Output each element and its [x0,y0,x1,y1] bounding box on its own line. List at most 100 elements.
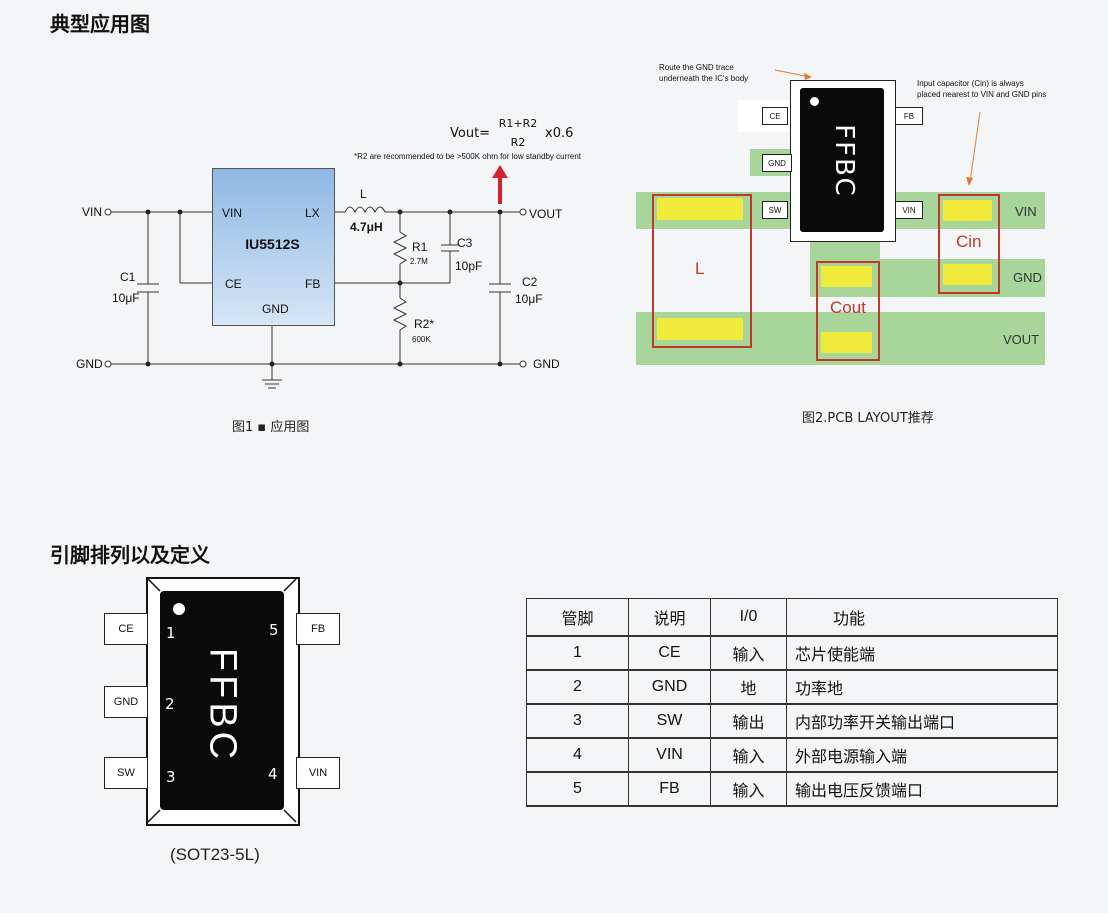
formula-vout-label: Vout= [450,126,491,141]
ic-pin-lx: LX [305,206,320,220]
section-title-pin-definition: 引脚排列以及定义 [50,543,210,567]
package-pin-gnd: GND [104,686,148,718]
table-row: 3 SW 输出 内部功率开关输出端口 [526,703,1058,739]
cell-desc: CE [628,635,711,671]
net-gnd-right-label: GND [533,357,560,371]
r2-value: 600K [412,335,431,344]
header-function: 功能 [786,598,1058,637]
formula-numerator: R1+R2 [498,117,538,130]
cell-pin: 4 [526,737,629,773]
cout-pad-top [821,266,872,287]
trace-vout-label: VOUT [1003,332,1040,347]
note-gnd-line1: Route the GND trace [659,63,734,72]
cin-pad-top [943,200,992,221]
pcb-pin-vin: VIN [895,201,923,219]
package-body [160,591,284,810]
note-gnd-line2: underneath the IC's body [659,74,749,83]
figure1-caption: 图1 ▪ 应用图 [232,420,310,435]
cell-pin: 5 [526,771,629,807]
cell-io: 输出 [710,703,787,739]
cell-function: 芯片使能端 [786,635,1058,671]
c2-label: C2 [522,275,538,289]
cell-function: 内部功率开关输出端口 [786,703,1058,739]
c1-label: C1 [120,270,136,284]
inductor-label: L [360,187,367,201]
cell-io: 输入 [710,737,787,773]
pin-num-1: 1 [166,624,176,642]
pin-num-5: 5 [269,621,279,639]
table-header-row: 管脚 说明 I/0 功能 [526,598,1058,637]
pcb-pin-gnd: GND [762,154,792,172]
c3-value: 10pF [455,259,483,273]
net-vout-label: VOUT [529,207,563,221]
pin-num-4: 4 [268,765,278,783]
pcb-pin-fb: FB [895,107,923,125]
note-cin-line2: placed nearest to VIN and GND pins [917,90,1047,99]
ic-pin-gnd: GND [262,302,289,316]
note-cin-line1: Input capacitor (Cin) is always [917,79,1024,88]
pcb-chip-pin1-dot [810,97,819,106]
cell-desc: VIN [628,737,711,773]
cell-pin: 2 [526,669,629,705]
table-row: 2 GND 地 功率地 [526,669,1058,705]
cell-function: 输出电压反馈端口 [786,771,1058,807]
table-row: 5 FB 输入 输出电压反馈端口 [526,771,1058,807]
net-gnd-left-label: GND [76,357,103,371]
cin-pcb-label: Cin [956,232,982,251]
package-pin-ce: CE [104,613,148,645]
cout-pcb-label: Cout [830,298,866,317]
c3-label: C3 [457,236,473,250]
pin-num-3: 3 [166,768,176,786]
schematic-wires [104,165,527,389]
ic-pin-fb: FB [305,277,321,291]
cout-outline [816,261,880,361]
cell-pin: 3 [526,703,629,739]
cell-pin: 1 [526,635,629,671]
cout-pad-bottom [821,332,872,353]
cell-io: 输入 [710,635,787,671]
package-pin-fb: FB [296,613,340,645]
header-pin: 管脚 [526,598,629,637]
package-mark: FFBC [201,647,244,764]
inductor-value: 4.7μH [350,220,383,234]
trace-gnd-label: GND [1013,270,1042,285]
r1-label: R1 [412,240,428,254]
inductor-outline [652,194,752,348]
ic-body [212,168,335,326]
pcb-pin-ce: CE [762,107,788,125]
c1-value: 10μF [112,291,140,305]
cell-io: 地 [710,669,787,705]
pcb-pin-sw: SW [762,201,788,219]
formula-factor: x0.6 [545,126,574,141]
cell-desc: SW [628,703,711,739]
package-pin-sw: SW [104,757,148,789]
cell-desc: FB [628,771,711,807]
table-row: 4 VIN 输入 外部电源输入端 [526,737,1058,773]
section-title-typical-application: 典型应用图 [50,12,150,36]
trace-vin-label: VIN [1015,204,1037,219]
inductor-pad-bottom [657,318,743,340]
package-pin-vin: VIN [296,757,340,789]
pin-num-2: 2 [165,695,175,713]
header-io: I/0 [710,598,787,637]
c2-value: 10μF [515,292,543,306]
ic-pin-ce: CE [225,277,242,291]
package-pin1-dot [173,603,185,615]
inductor-pad-top [657,198,743,220]
package-caption: (SOT23-5L) [170,845,260,864]
cin-pad-bottom [943,264,992,285]
pin-definition-table: 管脚 说明 I/0 功能 1 CE 输入 芯片使能端 2 GND 地 功率地 3… [526,598,1058,807]
note-arrows [774,69,981,186]
formula-denominator: R2 [510,136,526,149]
table-row: 1 CE 输入 芯片使能端 [526,635,1058,671]
r1-value: 2.7M [410,257,428,266]
header-description: 说明 [628,598,711,637]
net-vin-label: VIN [82,205,103,219]
ic-pin-vin: VIN [222,206,243,220]
cin-outline [938,194,1000,294]
r2-label: R2* [414,317,435,331]
package-bevels [147,578,297,823]
inductor-pcb-label: L [695,259,705,278]
cell-desc: GND [628,669,711,705]
cell-io: 输入 [710,771,787,807]
